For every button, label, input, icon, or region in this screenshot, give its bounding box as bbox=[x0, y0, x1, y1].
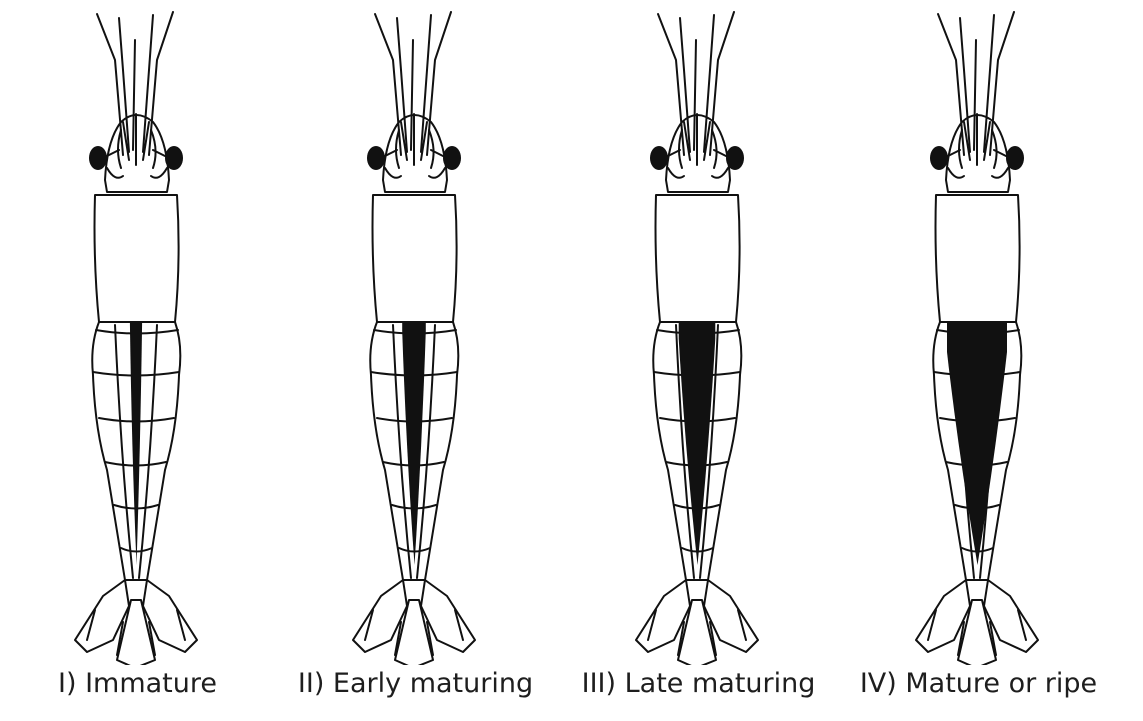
shrimp-body bbox=[353, 12, 475, 665]
carapace bbox=[936, 195, 1020, 322]
shrimp-body bbox=[636, 12, 758, 665]
stage-label: IV) Mature or ripe bbox=[836, 668, 1121, 699]
ovary-band bbox=[947, 322, 1007, 565]
stage-panel: II) Early maturing bbox=[273, 0, 558, 721]
shrimp-drawing bbox=[0, 0, 280, 665]
shrimp-drawing bbox=[273, 0, 558, 665]
tail-fan bbox=[75, 580, 197, 665]
stage-label: I) Immature bbox=[0, 668, 280, 699]
stage-panel: IV) Mature or ripe bbox=[836, 0, 1121, 721]
tail-fan bbox=[636, 580, 758, 665]
shrimp-drawing bbox=[556, 0, 841, 665]
carapace bbox=[95, 195, 179, 322]
stage-panel: III) Late maturing bbox=[556, 0, 841, 721]
stage-panel: I) Immature bbox=[0, 0, 280, 721]
ovary-band bbox=[679, 322, 716, 565]
carapace bbox=[656, 195, 740, 322]
carapace bbox=[373, 195, 457, 322]
shrimp-body bbox=[916, 12, 1038, 665]
shrimp-body bbox=[75, 12, 197, 665]
stage-label: III) Late maturing bbox=[556, 668, 841, 699]
ovary-band bbox=[130, 322, 142, 565]
tail-fan bbox=[916, 580, 1038, 665]
tail-fan bbox=[353, 580, 475, 665]
stage-label: II) Early maturing bbox=[273, 668, 558, 699]
shrimp-drawing bbox=[836, 0, 1121, 665]
